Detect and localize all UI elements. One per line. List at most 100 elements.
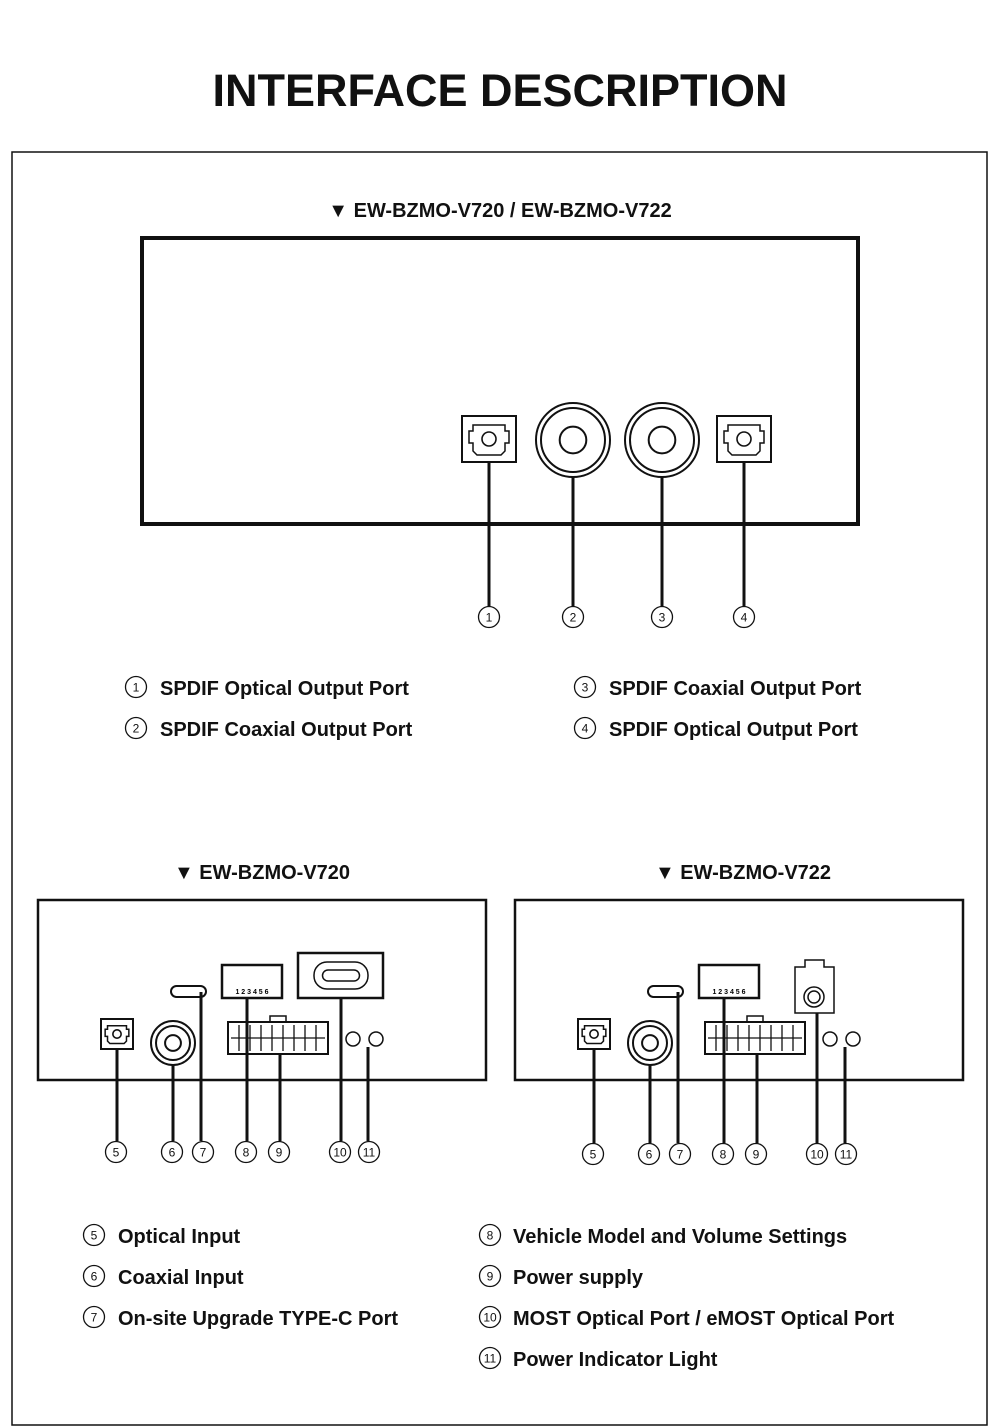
legend-number-circle <box>478 1223 502 1247</box>
callout-10-circle <box>328 1140 352 1164</box>
callout-2-circle <box>561 605 585 629</box>
callout-2: 2 <box>570 611 577 625</box>
legend-number-circle <box>82 1264 106 1288</box>
optical-input-port <box>100 1018 134 1050</box>
callout-6: 6 <box>169 1146 176 1160</box>
callout-6: 6 <box>646 1148 653 1162</box>
callout-11-circle <box>357 1140 381 1164</box>
callout-7: 7 <box>200 1146 207 1160</box>
legend-number: 10 <box>483 1311 497 1325</box>
outer-frame <box>11 151 988 1426</box>
callout-8: 8 <box>243 1146 250 1160</box>
power-indicator-led <box>822 1031 838 1047</box>
power-connector <box>227 1015 329 1055</box>
right_device-body <box>513 898 965 1082</box>
type-c-port <box>170 985 207 998</box>
callout-1-circle <box>477 605 501 629</box>
legend-label: Vehicle Model and Volume Settings <box>513 1226 847 1248</box>
coaxial-output-port-2 <box>535 402 611 478</box>
legend-number: 5 <box>91 1229 98 1243</box>
callout-6-circle <box>637 1142 661 1166</box>
callout-7-circle <box>191 1140 215 1164</box>
legend-label: SPDIF Coaxial Output Port <box>160 719 413 741</box>
legend-number: 9 <box>487 1270 494 1284</box>
callout-5: 5 <box>113 1146 120 1160</box>
legend-item: 1 SPDIF Optical Output Port <box>124 675 409 700</box>
legend-number-circle <box>124 716 148 740</box>
legend-item: 2 SPDIF Coaxial Output Port <box>124 716 413 741</box>
callout-5: 5 <box>590 1148 597 1162</box>
callout-10-circle <box>805 1142 829 1166</box>
legend-number-circle <box>478 1346 502 1370</box>
legend-number-circle <box>478 1264 502 1288</box>
callout-3: 3 <box>659 611 666 625</box>
legend-number: 2 <box>133 722 140 736</box>
callout-5-circle <box>581 1142 605 1166</box>
callout-10: 10 <box>333 1146 347 1160</box>
legend-number: 11 <box>484 1352 497 1366</box>
legend-item: 5 Optical Input <box>82 1223 241 1248</box>
legend-label: Optical Input <box>118 1226 241 1248</box>
legend-number: 8 <box>487 1229 494 1243</box>
callout-8-circle <box>711 1142 735 1166</box>
legend-number: 6 <box>91 1270 98 1284</box>
legend-number: 4 <box>582 722 589 736</box>
power-indicator-led <box>368 1031 384 1047</box>
legend-label: Power supply <box>513 1267 644 1289</box>
settings-dip-connector: 1 2 3 4 5 6 <box>220 963 284 1000</box>
legend-label: On-site Upgrade TYPE-C Port <box>118 1308 398 1330</box>
legend-item: 6 Coaxial Input <box>82 1264 244 1289</box>
optical-input-port <box>577 1018 611 1050</box>
callout-3-circle <box>650 605 674 629</box>
legend-number: 7 <box>91 1311 98 1325</box>
coaxial-input-port <box>150 1020 196 1066</box>
legend-label: SPDIF Optical Output Port <box>609 719 858 741</box>
legend-label: SPDIF Coaxial Output Port <box>609 678 862 700</box>
callout-8-circle <box>234 1140 258 1164</box>
top-device <box>140 236 860 526</box>
pin-numbers: 1 2 3 4 5 6 <box>712 989 745 996</box>
legend-item: 4 SPDIF Optical Output Port <box>573 716 858 741</box>
right-device-heading: ▼ EW-BZMO-V722 <box>655 862 831 884</box>
legend-number-circle <box>124 675 148 699</box>
legend-item: 8 Vehicle Model and Volume Settings <box>478 1223 847 1248</box>
legend-number-circle <box>82 1223 106 1247</box>
power-indicator-led <box>345 1031 361 1047</box>
legend-number-circle <box>82 1305 106 1329</box>
legend-item: 9 Power supply <box>478 1264 644 1289</box>
most-optical-port <box>296 951 385 1000</box>
callout-7-circle <box>668 1142 692 1166</box>
pin-numbers: 1 2 3 4 5 6 <box>235 989 268 996</box>
power-connector <box>704 1015 806 1055</box>
top-heading: ▼ EW-BZMO-V720 / EW-BZMO-V722 <box>328 200 671 222</box>
callout-10: 10 <box>810 1148 824 1162</box>
callout-5-circle <box>104 1140 128 1164</box>
legend-number-circle <box>478 1305 502 1329</box>
emost-optical-port <box>794 959 835 1014</box>
power-indicator-led <box>845 1031 861 1047</box>
callout-8: 8 <box>720 1148 727 1162</box>
legend-label: MOST Optical Port / eMOST Optical Port <box>513 1308 894 1330</box>
callout-11: 11 <box>363 1146 376 1160</box>
callout-9: 9 <box>753 1148 760 1162</box>
optical-output-port-1 <box>461 415 517 463</box>
callout-11-circle <box>834 1142 858 1166</box>
legend-number: 1 <box>133 681 140 695</box>
legend-item: 10 MOST Optical Port / eMOST Optical Port <box>478 1305 894 1330</box>
legend-item: 7 On-site Upgrade TYPE-C Port <box>82 1305 398 1330</box>
callout-11: 11 <box>840 1148 853 1162</box>
legend-number-circle <box>573 716 597 740</box>
settings-dip-connector: 1 2 3 4 5 6 <box>697 963 761 1000</box>
coaxial-input-port <box>627 1020 673 1066</box>
callout-1: 1 <box>486 611 493 625</box>
coaxial-output-port-3 <box>624 402 700 478</box>
left_device-body <box>36 898 488 1082</box>
callout-6-circle <box>160 1140 184 1164</box>
legend-label: Power Indicator Light <box>513 1349 718 1371</box>
legend-item: 11 Power Indicator Light <box>478 1346 718 1371</box>
legend-label: Coaxial Input <box>118 1267 244 1289</box>
legend-label: SPDIF Optical Output Port <box>160 678 409 700</box>
page-title: INTERFACE DESCRIPTION <box>212 65 787 116</box>
optical-output-port-4 <box>716 415 772 463</box>
